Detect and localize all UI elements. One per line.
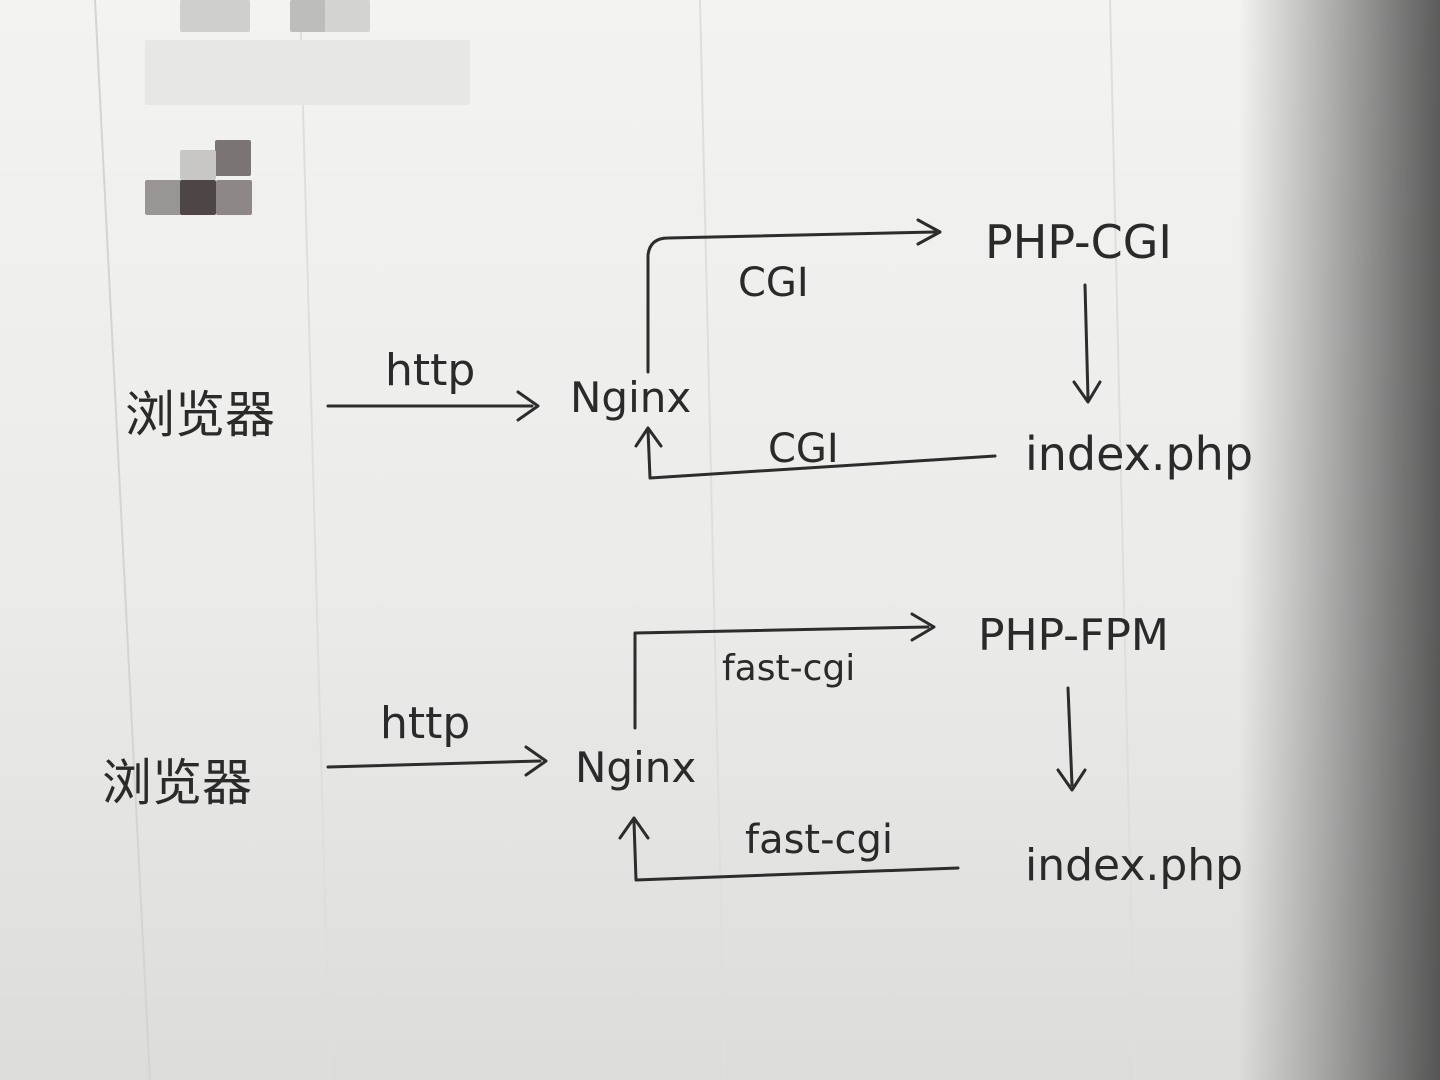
cgi-request-connector-top — [646, 230, 937, 374]
cgi-response-connector-top — [646, 428, 997, 480]
nginx-label-bottom: Nginx — [575, 743, 696, 792]
nginx-label-top: Nginx — [570, 373, 691, 422]
http-label-top: http — [385, 345, 475, 396]
cgi-request-arrowhead-top — [916, 218, 942, 246]
diagram-bottom: 浏览器 http Nginx fast-cgi PHP-FPM index.ph… — [102, 610, 1243, 891]
fastcgi-response-connector-bottom — [632, 820, 960, 882]
index-php-label-top: index.php — [1025, 427, 1253, 481]
diagram-top: 浏览器 http Nginx CGI PHP-CGI index.php CGI — [125, 215, 1253, 481]
cgi-response-arrowhead-top — [634, 426, 663, 448]
php-fpm-label: PHP-FPM — [978, 610, 1169, 661]
php-cgi-label: PHP-CGI — [985, 215, 1172, 269]
php-fpm-to-index-arrow — [1066, 686, 1074, 787]
cgi-response-label-top: CGI — [768, 426, 839, 472]
fastcgi-response-label-bottom: fast-cgi — [745, 817, 893, 863]
fastcgi-response-arrowhead-bottom — [618, 816, 650, 840]
php-cgi-to-index-arrowhead — [1072, 380, 1102, 404]
browser-label-top: 浏览器 — [125, 386, 275, 444]
index-php-label-bottom: index.php — [1025, 840, 1243, 891]
http-arrowhead-top — [516, 390, 540, 422]
cgi-request-label-top: CGI — [738, 260, 809, 306]
http-label-bottom: http — [380, 698, 470, 749]
http-arrowhead-bottom — [524, 745, 548, 777]
fastcgi-request-label-bottom: fast-cgi — [722, 648, 855, 689]
php-fpm-to-index-arrowhead — [1056, 768, 1087, 792]
browser-label-bottom: 浏览器 — [102, 754, 252, 812]
http-arrow-bottom — [326, 759, 542, 769]
fastcgi-request-arrowhead-bottom — [910, 612, 936, 642]
fastcgi-request-connector-bottom — [633, 625, 930, 730]
php-cgi-to-index-arrow — [1083, 283, 1090, 400]
